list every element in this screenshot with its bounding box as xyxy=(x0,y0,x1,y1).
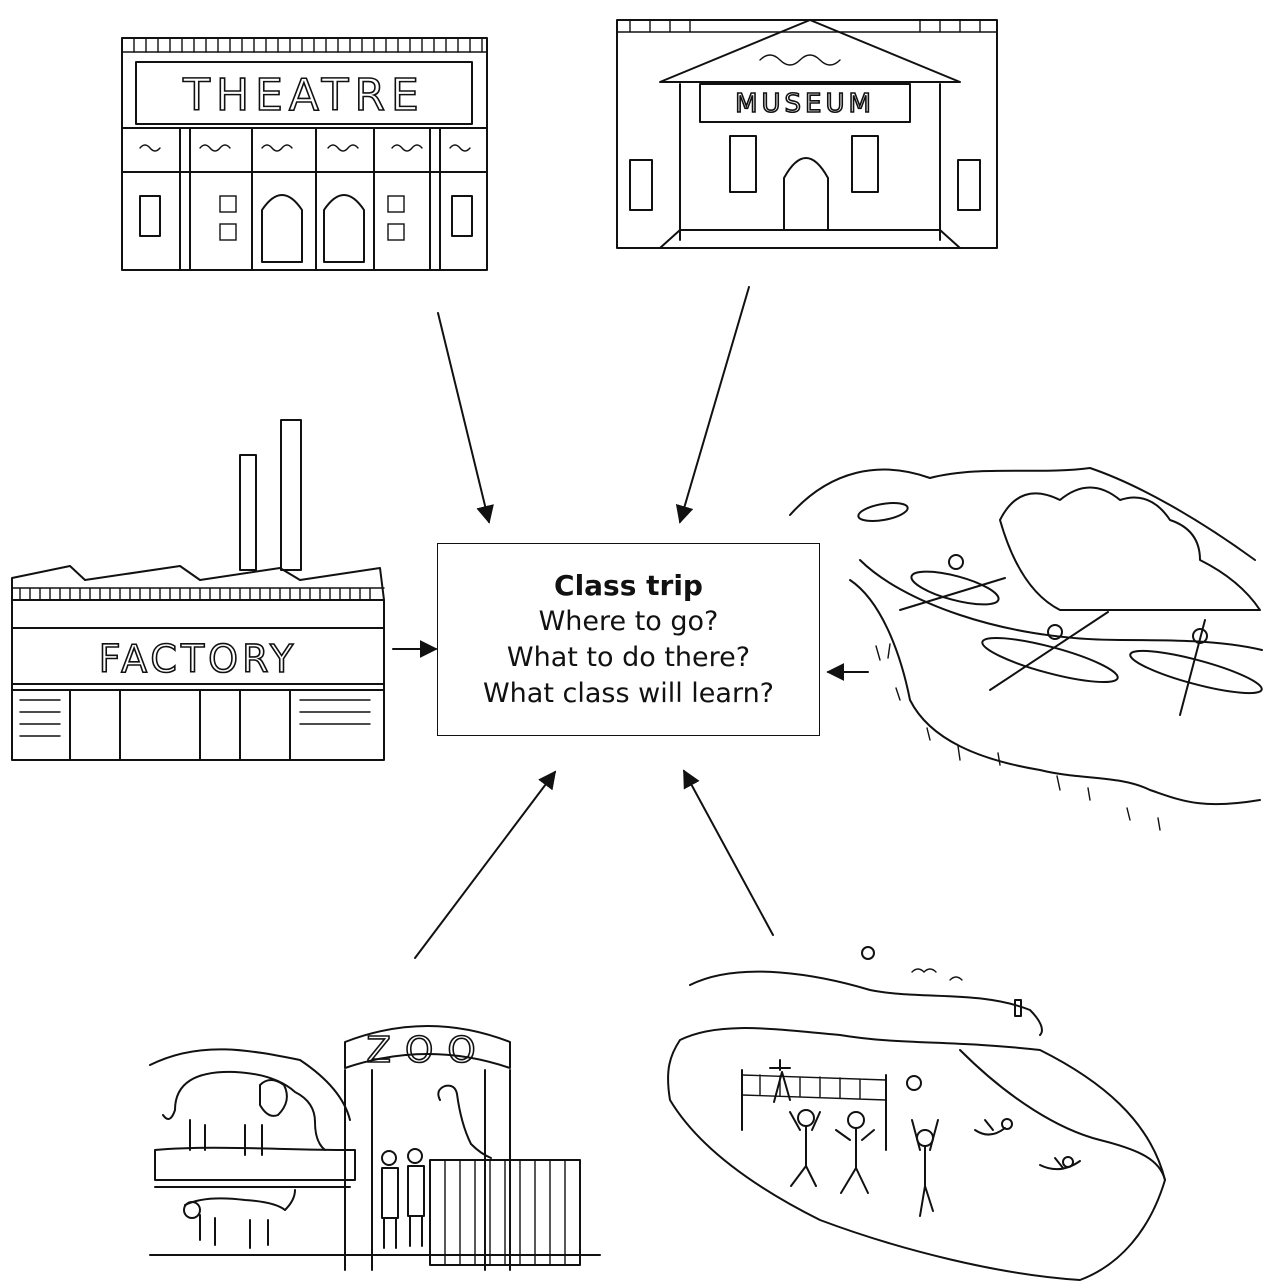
kayak-2 xyxy=(981,611,1119,691)
museum-sign-label: MUSEUM xyxy=(735,89,875,119)
swimmers xyxy=(974,1118,1081,1171)
zoo-sign xyxy=(344,1025,511,1069)
museum-illustration: MUSEUM xyxy=(616,19,998,249)
arrow-beach-to-center xyxy=(683,769,774,936)
river-illustration xyxy=(789,467,1263,831)
kayak-4 xyxy=(857,502,909,522)
beach-illustration xyxy=(667,946,1166,1281)
volleyball-net xyxy=(741,1069,887,1151)
elephant xyxy=(162,1070,326,1156)
question-where: Where to go? xyxy=(538,605,719,637)
arrow-theatre-to-center xyxy=(437,312,494,524)
ball-icon xyxy=(906,1075,922,1091)
zoo-illustration: ZOO xyxy=(149,1025,601,1271)
factory-chimney-right xyxy=(280,419,302,571)
visitors xyxy=(381,1148,425,1249)
factory-sign xyxy=(11,627,385,685)
zoo-gate-pillars xyxy=(344,1069,511,1271)
arrow-museum-to-center xyxy=(675,286,750,524)
museum-pediment xyxy=(659,19,961,83)
factory-chimney-left xyxy=(239,454,257,571)
theatre-sign-label: THEATRE xyxy=(182,70,425,121)
factory-illustration: FACTORY xyxy=(11,419,385,761)
class-trip-title: Class trip xyxy=(554,568,703,602)
museum-sign xyxy=(699,83,911,123)
arrow-zoo-to-center xyxy=(414,770,557,959)
lighthouse-icon xyxy=(1014,999,1022,1017)
theatre-roof-railing xyxy=(121,37,483,53)
tiger xyxy=(183,1189,296,1249)
factory-sign-label: FACTORY xyxy=(99,637,298,681)
theatre-door-right xyxy=(323,194,365,263)
museum-door xyxy=(783,157,829,231)
kayak-3 xyxy=(1129,619,1263,716)
question-what-learn: What class will learn? xyxy=(482,677,775,709)
theatre-sign xyxy=(135,61,473,125)
arrows xyxy=(392,286,869,959)
theatre-door-left xyxy=(261,194,303,263)
kayak-1 xyxy=(899,554,1006,611)
players xyxy=(769,1059,939,1217)
giraffe xyxy=(437,1084,492,1159)
theatre-illustration: THEATRE xyxy=(121,37,488,271)
class-trip-box: Class trip Where to go? What to do there… xyxy=(437,543,820,736)
question-what-to-do: What to do there? xyxy=(506,641,751,673)
sun-icon xyxy=(861,946,875,960)
zoo-sign-label: ZOO xyxy=(366,1030,489,1071)
